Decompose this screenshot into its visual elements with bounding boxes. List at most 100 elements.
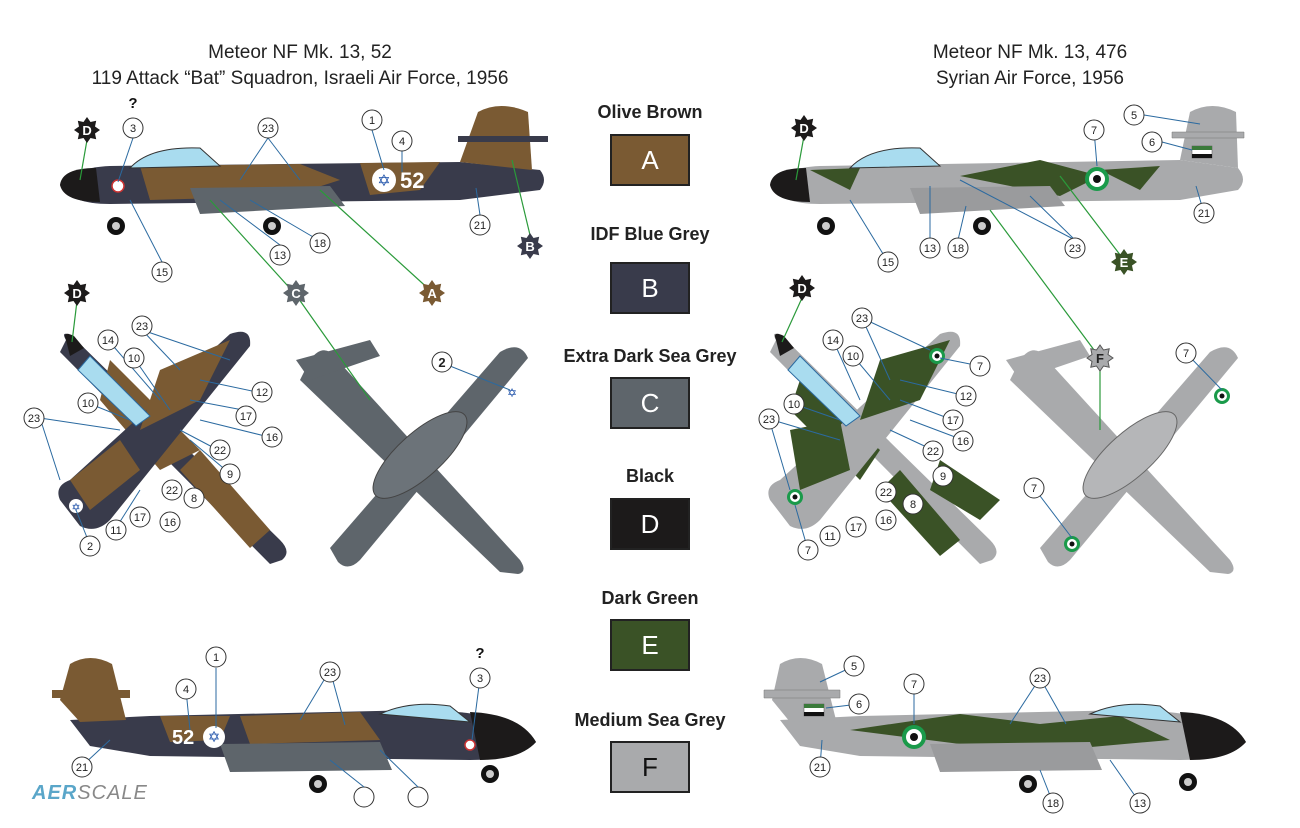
callout-17d: 17: [850, 522, 862, 534]
callout-4: 4: [399, 136, 405, 148]
color-label-extra-dark-sea-grey: Extra Dark Sea Grey: [563, 346, 737, 366]
aeroscale-logo: AERSCALE: [32, 782, 148, 805]
left-top-view-aircraft: ✡: [58, 331, 287, 564]
color-label-idf-blue-grey: IDF Blue Grey: [590, 224, 710, 244]
callout-15b: 15: [882, 257, 894, 269]
callout-10c: 10: [847, 351, 859, 363]
callout-4b: 4: [183, 684, 189, 696]
callout-7d: 7: [1183, 348, 1189, 360]
callout-23c: 23: [28, 413, 40, 425]
callout-6: 6: [1149, 137, 1155, 149]
color-star-markers: D B C A D D E D F: [64, 115, 1137, 372]
callout-3: 3: [130, 123, 136, 135]
callout-18: 18: [314, 238, 326, 250]
callout-10b: 10: [82, 398, 94, 410]
right-side-profile-aircraft: [770, 106, 1245, 235]
callout-6b: 6: [856, 699, 862, 711]
callout-3b: 3: [477, 673, 483, 685]
callout-23f: 23: [856, 313, 868, 325]
left-bottom-serial: 52: [172, 727, 194, 749]
star-label-f: F: [1096, 351, 1104, 366]
svg-text:✡: ✡: [71, 502, 80, 514]
color-swatch-a: A: [610, 134, 690, 186]
callout-23e: 23: [1069, 243, 1081, 255]
star-label-d: D: [82, 123, 91, 138]
star-label-d3: D: [799, 121, 808, 136]
callout-7e: 7: [1031, 483, 1037, 495]
callout-10: 10: [128, 353, 140, 365]
color-swatch-e: E: [610, 619, 690, 671]
callout-7c: 7: [805, 545, 811, 557]
callout-5b: 5: [851, 661, 857, 673]
left-title-line2: 119 Attack “Bat” Squadron, Israeli Air F…: [91, 68, 509, 89]
callout-7b: 7: [977, 361, 983, 373]
callout-22d: 22: [880, 487, 892, 499]
right-bottom-view-aircraft: [1006, 340, 1238, 574]
color-label-dark-green: Dark Green: [601, 588, 699, 608]
callout-21d: 21: [814, 762, 826, 774]
left-profile-title: Meteor NF Mk. 13, 52 119 Attack “Bat” Sq…: [40, 40, 560, 92]
callout-11: 11: [110, 525, 121, 537]
callout-7: 7: [1091, 125, 1097, 137]
right-bottom-side-profile-aircraft: [763, 658, 1246, 793]
callout-16b: 16: [164, 517, 176, 529]
star-label-d4: D: [797, 281, 806, 296]
color-swatch-f: F: [610, 741, 690, 793]
left-top-serial: 52: [400, 168, 424, 193]
callout-22b: 22: [166, 485, 178, 497]
callout-12: 12: [256, 387, 268, 399]
callout-leader-lines: [39, 114, 1223, 804]
callout-14: 14: [102, 335, 114, 347]
svg-text:✡: ✡: [208, 729, 221, 746]
callout-7f: 7: [911, 679, 917, 691]
callout-15: 15: [156, 267, 168, 279]
callout-21c: 21: [1198, 208, 1210, 220]
callout-9b: 9: [940, 471, 946, 483]
callout-5: 5: [1131, 110, 1137, 122]
color-label-black: Black: [625, 466, 675, 486]
callout-16d: 16: [880, 515, 892, 527]
callout-23d: 23: [324, 667, 336, 679]
callout-23g: 23: [763, 414, 775, 426]
callout-16: 16: [266, 432, 278, 444]
callout-23h: 23: [1034, 673, 1046, 685]
callout-2: 2: [87, 541, 93, 553]
right-top-view-aircraft: [768, 331, 1000, 564]
callout-18c: 18: [1047, 798, 1059, 810]
callout-18b: 18: [952, 243, 964, 255]
star-label-d2: D: [72, 286, 81, 301]
left-title-line1: Meteor NF Mk. 13, 52: [208, 42, 392, 63]
callout-21b: 21: [76, 762, 88, 774]
callout-12b: 12: [960, 391, 972, 403]
callout-8b: 8: [910, 499, 916, 511]
star-label-c: C: [291, 286, 301, 301]
left-side-profile-aircraft: ✡ 52: [60, 106, 548, 235]
callout-2-bold: 2: [438, 355, 445, 370]
question-mark-bottom: ?: [475, 645, 484, 662]
callout-8: 8: [191, 493, 197, 505]
right-title-line1: Meteor NF Mk. 13, 476: [932, 42, 1128, 63]
star-label-b: B: [525, 239, 534, 254]
callout-13: 13: [274, 250, 286, 262]
callout-23: 23: [262, 123, 274, 135]
left-bottom-view-aircraft: ✡: [296, 340, 528, 574]
callout-21: 21: [474, 220, 486, 232]
callout-13b: 13: [924, 243, 936, 255]
color-label-medium-sea-grey: Medium Sea Grey: [574, 710, 726, 730]
question-mark-top: ?: [128, 95, 137, 112]
callout-17: 17: [240, 411, 252, 423]
callout-17b: 17: [134, 512, 146, 524]
right-title-line2: Syrian Air Force, 1956: [936, 68, 1124, 89]
left-bottom-side-profile-aircraft: ✡ 52: [52, 658, 536, 808]
callout-22: 22: [214, 445, 226, 457]
callout-9: 9: [227, 469, 233, 481]
callout-10d: 10: [788, 399, 800, 411]
logo-part2: SCALE: [77, 782, 148, 804]
logo-part1: AER: [32, 782, 78, 804]
callout-13c: 13: [1134, 798, 1146, 810]
color-swatch-c: C: [610, 377, 690, 429]
svg-text:✡: ✡: [507, 386, 517, 400]
callout-17c: 17: [947, 415, 959, 427]
color-swatch-b: B: [610, 262, 690, 314]
